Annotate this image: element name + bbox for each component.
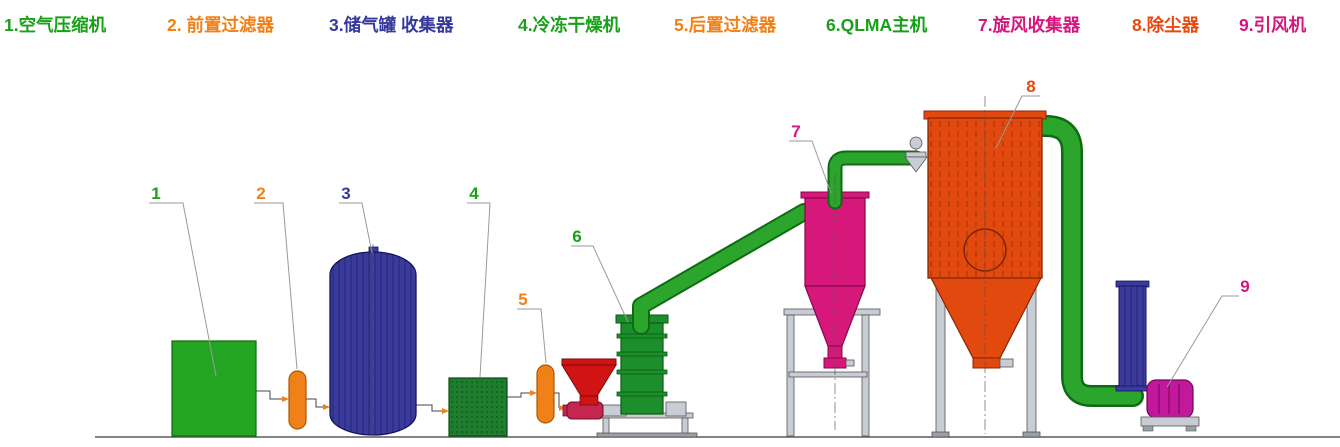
legend-item-storage-tank: 3.储气罐 收集器	[329, 15, 454, 35]
legend-item-air-compressor: 1.空气压缩机	[4, 15, 107, 35]
collector-cone	[929, 275, 1043, 359]
mill-flange	[616, 391, 668, 397]
pipe-body	[829, 152, 922, 208]
pipe-mill-to-cyclone	[632, 203, 813, 335]
silencer-flange	[1115, 385, 1150, 392]
legend-item-post-filter: 5.后置过滤器	[674, 15, 777, 35]
pipe-body	[1013, 117, 1142, 405]
callout-4: 4	[469, 184, 479, 203]
callout-2: 2	[256, 184, 265, 203]
fan-foot	[1185, 425, 1197, 432]
leader-lines	[149, 95, 1239, 388]
callout-7: 7	[791, 122, 800, 141]
freeze-dryer-texture	[449, 378, 507, 436]
flow-arrow	[442, 408, 449, 414]
silencer	[1115, 280, 1150, 392]
leg-foot	[931, 431, 950, 438]
pre-filter-body	[288, 370, 307, 430]
mill-flange	[616, 351, 668, 357]
connector-prefilter-to-tank	[306, 398, 323, 408]
callout-5: 5	[518, 290, 527, 309]
hopper-rim	[561, 358, 617, 366]
mill-flange	[616, 369, 668, 375]
fan-foot	[1142, 425, 1154, 432]
leader-9	[1166, 295, 1239, 388]
valve-fitting	[845, 359, 855, 367]
fan-body	[1146, 379, 1194, 419]
flow-arrow	[323, 404, 330, 410]
centerlines	[372, 96, 986, 436]
connector-dryer-to-postfilter	[507, 392, 530, 398]
pipe-cyclone-to-dust-collector	[827, 150, 924, 210]
pipe-dust-collector-to-fan	[1011, 115, 1144, 407]
silencer-texture	[1119, 286, 1146, 389]
pulse-valve-funnel	[904, 156, 928, 173]
qlma-mill	[561, 314, 698, 438]
leader-7	[789, 140, 832, 194]
dust-collector	[904, 110, 1047, 438]
flow-arrow	[282, 396, 289, 402]
fan-base	[1140, 416, 1200, 427]
pipe-body	[634, 205, 811, 333]
leg-foot	[1022, 431, 1041, 438]
callout-numbers: 1 2 3 4 5 6 7 8 9	[151, 77, 1249, 309]
collector-outlet	[972, 357, 1001, 369]
stand-shelf	[788, 371, 868, 378]
legend-item-dust-collector: 8.除尘器	[1132, 15, 1200, 35]
connector-compressor-to-prefilter	[256, 390, 282, 400]
legend-item-cyclone: 7.旋风收集器	[978, 15, 1081, 35]
pre-filter	[288, 370, 307, 430]
callout-8: 8	[1026, 77, 1035, 96]
mill-leg	[681, 417, 689, 435]
legend-item-freeze-dryer: 4.冷冻干燥机	[518, 15, 621, 35]
process-connectors	[256, 390, 566, 414]
air-compressor	[171, 340, 257, 437]
flow-arrow	[559, 405, 566, 411]
mill-skid	[596, 432, 698, 438]
legend-item-draft-fan: 9.引风机	[1239, 15, 1307, 35]
induced-draft-fan	[1140, 379, 1200, 432]
leader-6	[571, 245, 629, 323]
air-compressor-body	[171, 340, 257, 437]
flow-arrow	[530, 390, 537, 396]
leader-8	[995, 95, 1040, 149]
callout-1: 1	[151, 184, 160, 203]
feed-hopper	[561, 364, 617, 397]
leader-3	[339, 202, 373, 254]
hopper-neck	[579, 395, 599, 406]
legend: 1.空气压缩机 2. 前置过滤器 3.储气罐 收集器 4.冷冻干燥机 5.后置过…	[4, 15, 1307, 35]
pulse-valve-bar	[905, 151, 927, 158]
connector-postfilter-to-mill	[554, 392, 560, 408]
leader-4	[467, 202, 491, 378]
outlet-valve	[999, 358, 1014, 368]
post-filter-body	[536, 364, 555, 424]
callout-9: 9	[1240, 277, 1249, 296]
pulse-valve-head	[909, 136, 923, 150]
mill-leg	[602, 417, 610, 435]
leader-5	[517, 308, 547, 364]
legend-item-pre-filter: 2. 前置过滤器	[167, 15, 274, 35]
callout-6: 6	[572, 227, 581, 246]
freeze-dryer	[448, 377, 508, 437]
callout-3: 3	[341, 184, 350, 203]
connector-tank-to-dryer	[416, 404, 442, 412]
leader-1	[149, 202, 217, 377]
leader-2	[254, 202, 298, 370]
post-filter	[536, 364, 555, 424]
legend-item-qlma-host: 6.QLMA主机	[826, 15, 928, 35]
mill-side-motor	[665, 401, 687, 417]
